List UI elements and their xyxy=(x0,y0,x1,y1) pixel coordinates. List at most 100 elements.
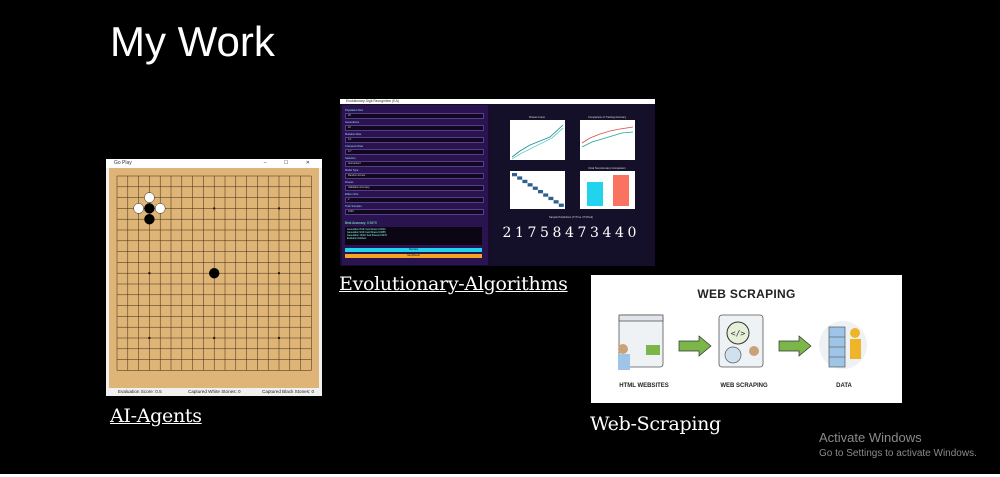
ea-field-input[interactable]: 0.7 xyxy=(345,149,484,155)
sample-digit: 1 xyxy=(515,225,524,241)
activate-windows-hint[interactable]: Go to Settings to activate Windows. xyxy=(819,448,977,459)
go-window-titlebar: Go Play – ☐ ✕ xyxy=(106,159,322,168)
sample-digit: 4 xyxy=(615,225,624,241)
evolutionary-algorithms-image[interactable]: Evolutionary Digit Recognition (EA) Best… xyxy=(340,99,655,266)
comparison-chart-title: Comparison of Training Accuracy xyxy=(588,115,627,119)
ea-controls-panel: Best Accuracy: 0.9470 Generation 8/10: b… xyxy=(342,105,488,265)
sample-digit: 4 xyxy=(565,225,574,241)
bar-2 xyxy=(613,175,629,206)
ea-field-input[interactable]: Validation Accuracy xyxy=(345,185,484,191)
sample-digit: 5 xyxy=(540,225,549,241)
confusion-cell xyxy=(548,196,554,201)
go-status-bar: Evaluation Score: 0.5 Captured White Sto… xyxy=(106,388,322,396)
ea-window-title: Evolutionary Digit Recognition (EA) xyxy=(346,99,399,103)
ea-field-label: Elitism Size xyxy=(345,193,359,196)
sample-digit: 7 xyxy=(528,225,537,241)
worker-icon xyxy=(850,328,860,338)
evolutionary-algorithms-link[interactable]: Evolutionary-Algorithms xyxy=(339,273,568,295)
comparison-line-2 xyxy=(581,131,634,148)
black-stone xyxy=(144,214,155,225)
star-point xyxy=(213,207,216,210)
activate-windows-title: Activate Windows xyxy=(819,430,922,445)
ea-field-input[interactable]: Random Forest xyxy=(345,173,484,179)
sample-digit: 8 xyxy=(553,225,562,241)
ea-field-label: Crossover Rate xyxy=(345,145,364,148)
page-heading: My Work xyxy=(110,18,275,65)
ai-agents-image[interactable]: Go Play – ☐ ✕ Evaluation Score: 0.5 Capt… xyxy=(106,159,322,396)
ea-accuracy: Best Accuracy: 0.9470 xyxy=(345,221,377,225)
arrow-icon-2 xyxy=(778,335,812,357)
confusion-diagonal xyxy=(512,173,564,207)
ea-charts-panel: Fitness Curve Comparison of Training Acc… xyxy=(490,105,653,265)
person-icon xyxy=(618,344,628,354)
confusion-cell xyxy=(538,190,543,194)
confusion-cell xyxy=(558,203,564,207)
bar-1 xyxy=(587,182,603,206)
image-icon xyxy=(646,345,660,355)
ea-log-line: Generation 10/10: best fitness 0.9470 xyxy=(347,234,387,237)
web-scraping-title: WEB SCRAPING xyxy=(697,287,796,301)
ea-log-line: Generation 9/10: best fitness 0.9455 xyxy=(347,231,386,234)
ea-field-label: Selection xyxy=(345,157,356,160)
arrow-icon-1 xyxy=(678,335,712,357)
sample-digit: 4 xyxy=(603,225,612,241)
window-controls-icon: – ☐ ✕ xyxy=(263,160,318,166)
ea-run-button[interactable]: Run EA xyxy=(345,248,482,252)
comparison-line-1 xyxy=(581,126,634,144)
confusion-cell xyxy=(543,193,549,197)
sample-digit: 3 xyxy=(590,225,599,241)
web-scraping-caption[interactable]: Web-Scraping xyxy=(590,413,721,435)
confusion-cell xyxy=(517,176,523,180)
ea-window-titlebar: Evolutionary Digit Recognition (EA) xyxy=(340,99,655,104)
fitness-chart-title: Fitness Curve xyxy=(529,115,546,119)
fitness-line-2 xyxy=(511,127,564,160)
web-scraping-image[interactable]: WEB SCRAPING </> HTML WEBSITES WEB SCRAP… xyxy=(591,275,902,403)
white-stone xyxy=(133,203,144,214)
star-point xyxy=(148,336,151,340)
ea-field-input[interactable]: 10 xyxy=(345,125,484,131)
predictions-title: Sample Predictions (T=True / P=Pred) xyxy=(549,215,593,219)
ea-field-input[interactable]: tournament xyxy=(345,161,484,167)
web-scraping-illustration: </> xyxy=(618,314,867,370)
confusion-cell xyxy=(527,183,533,187)
sample-digit: 0 xyxy=(628,225,637,241)
page-bottom-edge xyxy=(0,474,1000,477)
white-stone xyxy=(144,192,155,203)
ea-field-input[interactable]: 1000 xyxy=(345,209,484,215)
ea-field-label: Fitness xyxy=(345,181,354,184)
bar-chart-title: Final Test Accuracy Comparison xyxy=(589,166,627,170)
ea-log-line: Generation 8/10: best fitness 0.9412 xyxy=(347,228,386,231)
confusion-cell xyxy=(553,200,559,204)
star-point xyxy=(148,272,151,275)
ea-field-label: Population Size xyxy=(345,109,364,112)
ea-field-label: Model Type xyxy=(345,169,359,172)
ea-field-label: Train Samples xyxy=(345,205,362,208)
ea-field-input[interactable]: 20 xyxy=(345,113,484,119)
white-stone xyxy=(155,203,166,214)
code-icon: </> xyxy=(731,329,746,338)
confusion-cell xyxy=(512,173,517,177)
magnifier-icon xyxy=(726,321,750,345)
black-stone xyxy=(208,267,220,279)
go-window-title: Go Play xyxy=(114,160,132,166)
ai-agents-link[interactable]: AI-Agents xyxy=(110,405,202,427)
ea-field-label: Mutation Rate xyxy=(345,133,362,136)
ea-stop-button[interactable]: Stop/Reset xyxy=(345,254,482,258)
star-point xyxy=(277,336,281,340)
star-point xyxy=(213,336,216,340)
ea-field-label: Generations xyxy=(345,121,360,124)
black-stone xyxy=(144,203,155,214)
sample-digit: 7 xyxy=(578,225,587,241)
fitness-line-1 xyxy=(511,124,564,158)
sample-digit: 2 xyxy=(503,225,512,241)
ea-log-line: Evolution finished. xyxy=(347,237,367,240)
evaluation-score: Evaluation Score: 0.5 xyxy=(118,389,162,394)
ws-label-data: DATA xyxy=(836,383,852,389)
go-board xyxy=(109,168,319,388)
ea-field-input[interactable]: 0.1 xyxy=(345,137,484,143)
confusion-cell xyxy=(532,186,538,190)
captured-black: Captured Black Stones: 0 xyxy=(262,389,315,394)
ea-field-input[interactable]: 2 xyxy=(345,197,484,203)
